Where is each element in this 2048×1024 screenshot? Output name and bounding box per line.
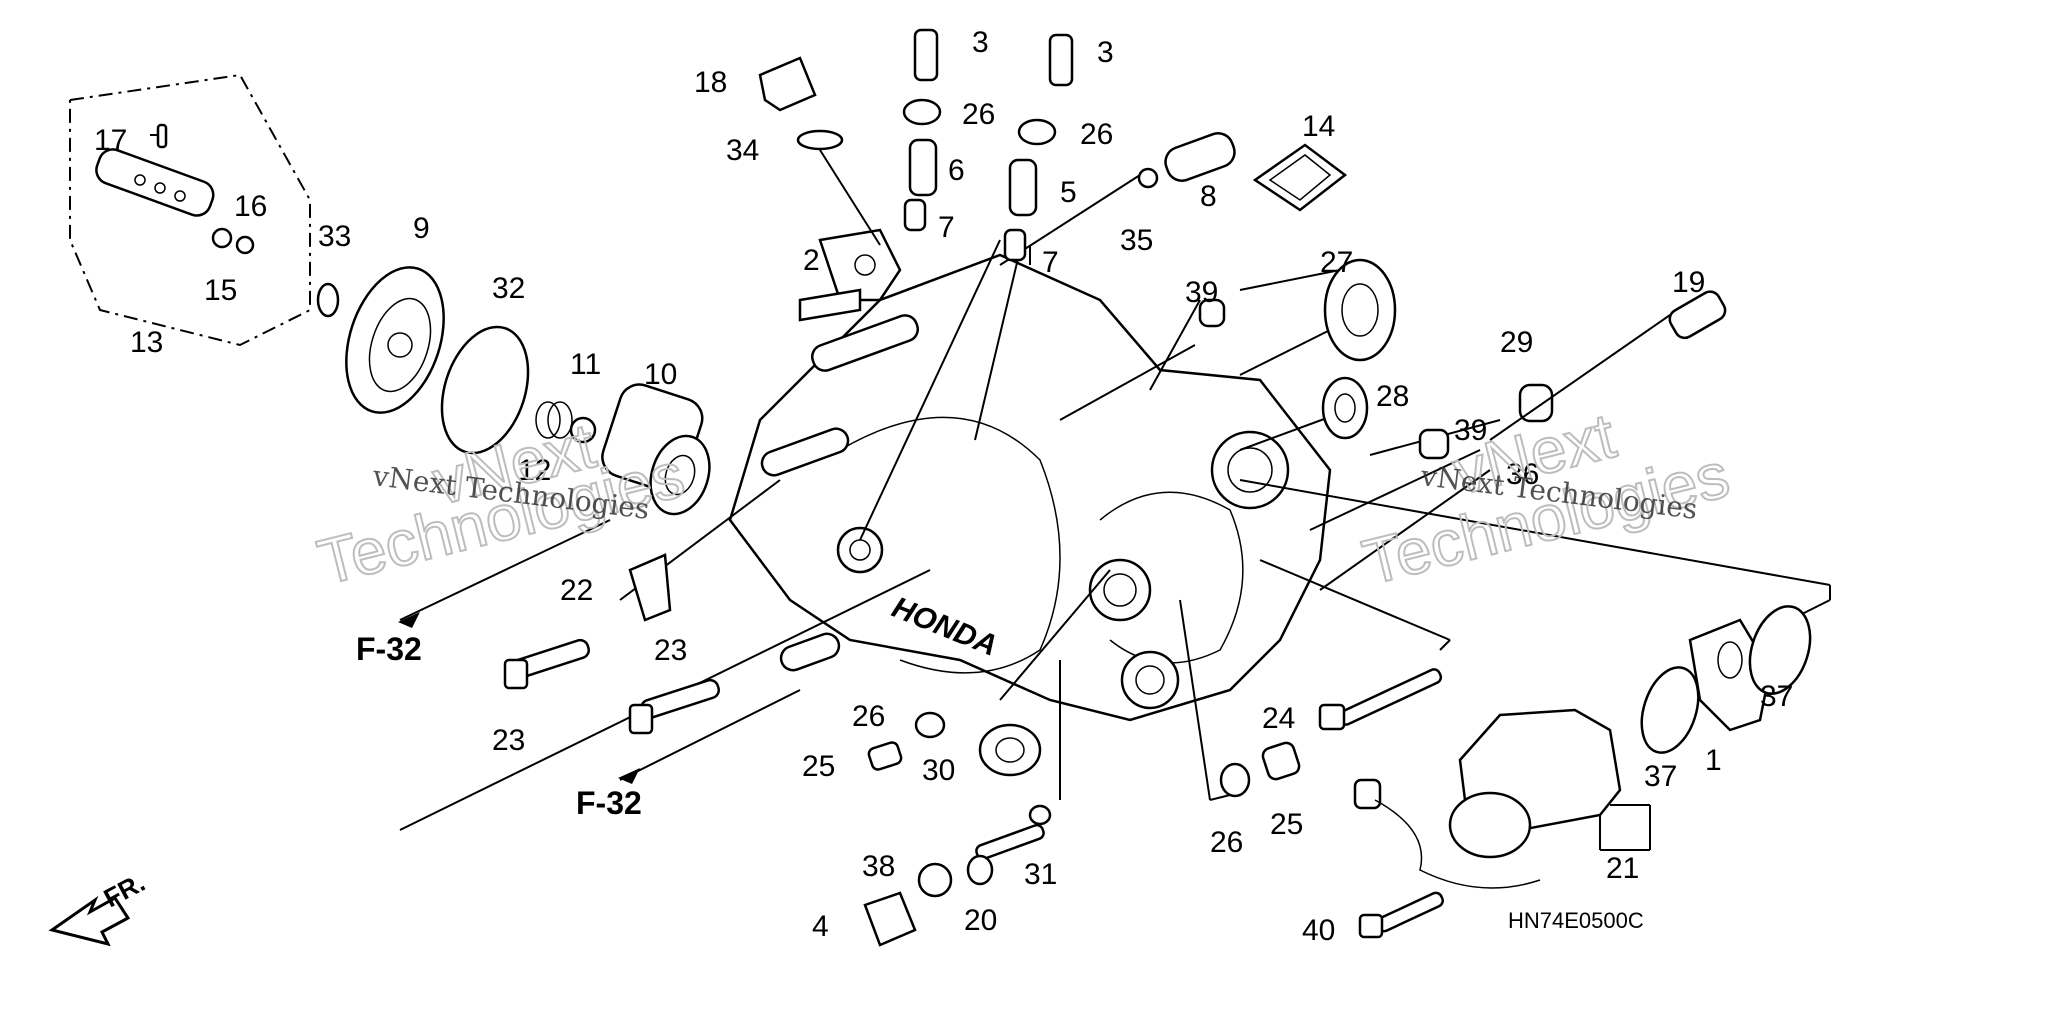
callout-20: 20	[964, 904, 997, 937]
callout-12: 12	[518, 454, 551, 487]
reference-arrows	[398, 612, 801, 784]
callout-31: 31	[1024, 858, 1057, 891]
callout-38: 38	[862, 850, 895, 883]
ref-f32-upper: F-32	[356, 631, 422, 667]
callout-26d: 26	[1210, 826, 1243, 859]
callout-8: 8	[1200, 180, 1217, 213]
callout-27: 27	[1320, 246, 1353, 279]
callout-14: 14	[1302, 110, 1335, 143]
callout-34: 34	[726, 134, 759, 167]
callout-17: 17	[94, 124, 127, 157]
callout-28: 28	[1376, 380, 1409, 413]
callout-30: 30	[922, 754, 955, 787]
callout-37b: 37	[1644, 760, 1677, 793]
callout-26a: 26	[962, 98, 995, 131]
callout-18: 18	[694, 66, 727, 99]
callout-39b: 39	[1454, 414, 1487, 447]
callout-25a: 25	[802, 750, 835, 783]
callout-2: 2	[803, 244, 820, 277]
callout-33: 33	[318, 220, 351, 253]
front-crankcase-cover: HONDA	[728, 228, 1332, 722]
callout-13: 13	[130, 326, 163, 359]
callout-3a: 3	[972, 26, 989, 59]
callout-labels: 3 3 18 26 26 34 6 5 14 8 35 7 7 2 39 27 …	[94, 26, 1793, 947]
callout-40: 40	[1302, 914, 1335, 947]
callout-26c: 26	[852, 700, 885, 733]
callout-29: 29	[1500, 326, 1533, 359]
callout-25b: 25	[1270, 808, 1303, 841]
callout-7b: 7	[1042, 246, 1059, 279]
oil-filter-group	[316, 266, 711, 516]
callout-15: 15	[204, 274, 237, 307]
motor-group	[1353, 605, 1812, 939]
callout-11: 11	[570, 348, 601, 381]
callout-10: 10	[644, 358, 677, 391]
callout-5: 5	[1060, 176, 1077, 209]
callout-9: 9	[413, 212, 430, 245]
callout-3b: 3	[1097, 36, 1114, 69]
callout-7a: 7	[938, 211, 955, 244]
callout-39a: 39	[1185, 276, 1218, 309]
ref-f32-lower: F-32	[576, 785, 642, 821]
bearing-and-sensor-group	[1198, 258, 1727, 460]
callout-36: 36	[1506, 458, 1539, 491]
callout-37a: 37	[1760, 680, 1793, 713]
front-direction-arrow-icon: FR.	[48, 867, 150, 947]
diagram-code: HN74E0500C	[1508, 908, 1644, 933]
callout-32: 32	[492, 272, 525, 305]
callout-23a: 23	[654, 634, 687, 667]
oil-strainer-group	[69, 73, 311, 347]
callout-19: 19	[1672, 266, 1705, 299]
callout-35: 35	[1120, 224, 1153, 257]
callout-16: 16	[234, 190, 267, 223]
callout-23b: 23	[492, 724, 525, 757]
callout-6: 6	[948, 154, 965, 187]
callout-24: 24	[1262, 702, 1295, 735]
callout-4: 4	[812, 910, 829, 943]
callout-26b: 26	[1080, 118, 1113, 151]
lower-left-parts-group	[503, 553, 1042, 777]
upper-parts-group	[758, 28, 1348, 262]
callout-1: 1	[1705, 744, 1722, 777]
callout-22: 22	[560, 574, 593, 607]
callout-21: 21	[1606, 852, 1639, 885]
bottom-parts-group	[863, 668, 1443, 947]
